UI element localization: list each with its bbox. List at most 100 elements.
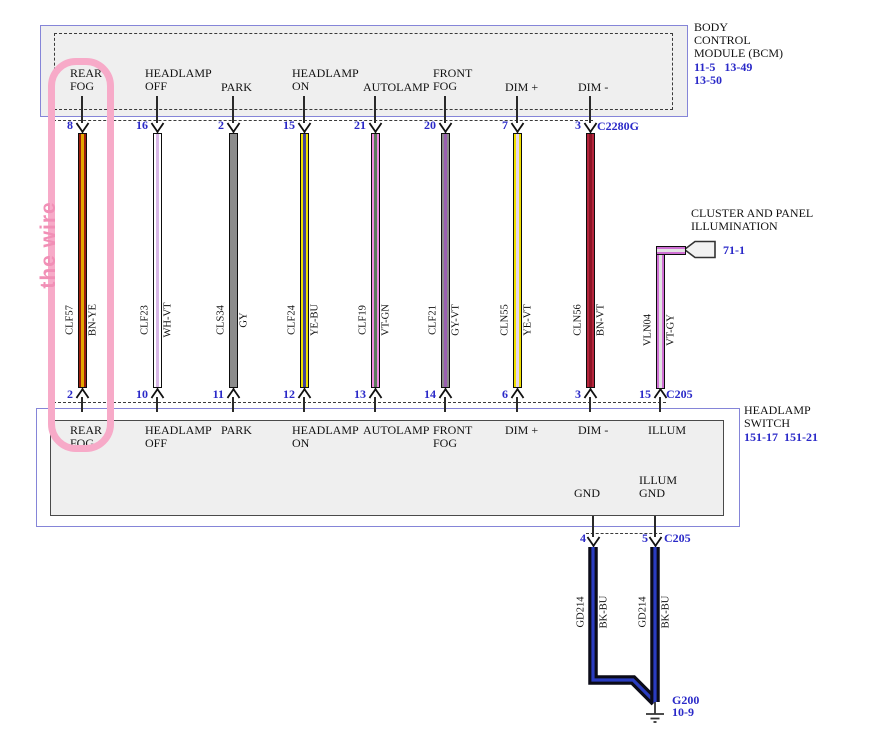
wire-circuit-label: CLN56 <box>572 304 584 336</box>
wire <box>440 133 450 388</box>
pin-number: 3 <box>575 387 581 401</box>
connector-arrow-icon <box>509 122 526 133</box>
connector-arrow-icon <box>652 388 669 399</box>
connector-arrow-icon <box>149 122 166 133</box>
connector-stub <box>516 96 518 123</box>
pin-number: 15 <box>283 118 295 132</box>
connector-arrow-icon <box>74 122 91 133</box>
wire-color-label: YE-VT <box>522 304 534 336</box>
connector-arrow-icon <box>582 122 599 133</box>
connector-stub <box>592 516 594 537</box>
gnd-pin-right: 5 <box>642 531 648 545</box>
wire-bottom-label: PARK <box>221 423 252 437</box>
wire <box>370 133 380 388</box>
ground-symbol-icon <box>646 702 664 723</box>
wire <box>77 133 87 388</box>
connector-stub <box>659 397 661 412</box>
connector-arrow-icon <box>149 388 166 399</box>
connector-stub <box>444 96 446 123</box>
switch-inner-box <box>50 420 724 516</box>
wire-color-label: BN-VT <box>595 303 607 337</box>
wire-top-label: PARK <box>221 80 252 94</box>
wire <box>228 133 238 388</box>
pin-number: 7 <box>502 118 508 132</box>
wire-bottom-label: HEADLAMP OFF <box>145 423 212 450</box>
pin-number: 8 <box>67 118 73 132</box>
connector-stub <box>589 96 591 123</box>
wire-circuit-label: GD214 <box>575 596 587 628</box>
wire-circuit-label: CLS34 <box>215 305 227 335</box>
pin-number: 13 <box>354 387 366 401</box>
cluster-illumination-title: CLUSTER AND PANEL ILLUMINATION <box>691 206 814 233</box>
pin-number: 16 <box>136 118 148 132</box>
connector-stub <box>303 397 305 412</box>
bcm-box <box>40 25 688 117</box>
connector-stub <box>303 96 305 123</box>
cluster-connector-label: 71-1 <box>723 243 745 257</box>
wire-bottom-label: DIM - <box>578 423 609 437</box>
annotation-text: the wire <box>37 201 60 289</box>
connector-arrow-icon <box>367 388 384 399</box>
bcm-connector-dashed-line <box>48 120 593 121</box>
wire <box>655 246 665 389</box>
connector-stub <box>156 397 158 412</box>
pin-number: 6 <box>502 387 508 401</box>
connector-arrow-icon <box>582 388 599 399</box>
pin-number: 2 <box>67 387 73 401</box>
wire <box>152 133 162 388</box>
wire-color-label: VT-GY <box>665 314 677 346</box>
bcm-connector-label: C2280G <box>597 119 639 133</box>
wire <box>512 133 522 388</box>
switch-connector-dashed-line <box>48 402 666 403</box>
wire-color-label: GY <box>238 312 250 328</box>
ground-wires <box>538 544 738 744</box>
connector-arrow-icon <box>437 122 454 133</box>
wire-bottom-label: HEADLAMP ON <box>292 423 359 450</box>
wire-top-label: DIM - <box>578 80 609 94</box>
gnd-connector-label: C205 <box>664 531 691 545</box>
connector-stub <box>516 397 518 412</box>
wire-color-label: BK-BU <box>598 595 610 629</box>
switch-connector-numbers: 151-17 151-21 <box>744 430 818 444</box>
wire-top-label: DIM + <box>505 80 539 94</box>
wire-top-label: FRONT FOG <box>433 66 473 93</box>
connector-arrow-icon <box>647 536 664 547</box>
pin-number: 12 <box>283 387 295 401</box>
wire <box>299 133 309 388</box>
gnd-label: GND <box>574 486 600 500</box>
wire <box>585 133 595 388</box>
wire-color-label: YE-BU <box>309 303 321 337</box>
gnd-connector-dashed-line <box>586 533 662 534</box>
bcm-connector-numbers: 11-5 13-49 13-50 <box>694 60 753 87</box>
wire-circuit-label: CLN55 <box>499 304 511 336</box>
wire-bottom-label: DIM + <box>505 423 539 437</box>
wire-bottom-label: AUTOLAMP <box>363 423 430 437</box>
connector-arrow-icon <box>296 388 313 399</box>
connector-stub <box>81 397 83 412</box>
ground-reference-label: G200 10-9 <box>672 693 700 719</box>
wire-top-label: AUTOLAMP <box>363 80 430 94</box>
connector-arrow-icon <box>296 122 313 133</box>
connector-arrow-icon <box>437 388 454 399</box>
connector-stub <box>232 96 234 123</box>
pin-number: 15 <box>639 387 651 401</box>
connector-stub <box>232 397 234 412</box>
connector-arrow-icon <box>509 388 526 399</box>
wire-bottom-label: FRONT FOG <box>433 423 473 450</box>
wire-top-label: HEADLAMP ON <box>292 66 359 93</box>
connector-stub <box>374 96 376 123</box>
connector-arrow-icon <box>74 388 91 399</box>
connector-arrow-icon <box>225 122 242 133</box>
wire-color-label: VT-GN <box>380 304 392 336</box>
wire-circuit-label: CLF24 <box>286 305 298 335</box>
connector-stub <box>654 516 656 537</box>
wire-color-label: GY-VT <box>450 304 462 336</box>
pin-number: 11 <box>212 387 224 401</box>
wire-circuit-label: CLF23 <box>139 305 151 335</box>
connector-stub <box>374 397 376 412</box>
pin-number: 20 <box>424 118 436 132</box>
wire <box>655 245 686 255</box>
cluster-connector-tag-icon <box>683 240 717 259</box>
connector-arrow-icon <box>585 536 602 547</box>
